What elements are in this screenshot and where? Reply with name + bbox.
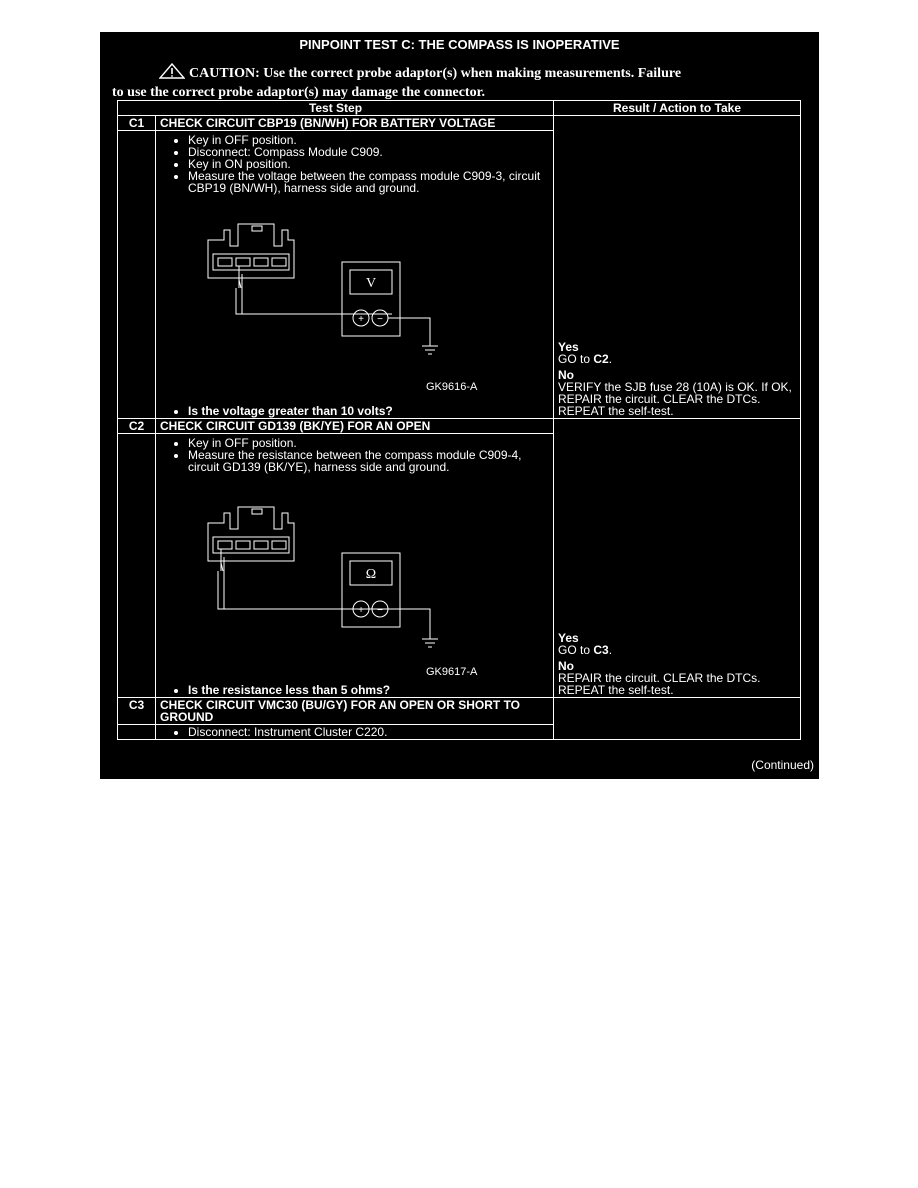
continued-note: (Continued) [751,758,814,772]
step-body-c3: Disconnect: Instrument Cluster C220. [155,724,554,740]
result-c1: Yes GO to C2. No VERIFY the SJB fuse 28 … [553,115,801,419]
svg-text:+: + [358,605,364,616]
step-id-c1: C1 [117,115,156,131]
voltmeter-diagram: V + − GK9616-A [160,194,549,403]
page-title: PINPOINT TEST C: THE COMPASS IS INOPERAT… [299,37,620,52]
svg-text:−: − [377,314,383,325]
no-action-c1: VERIFY the SJB fuse 28 (10A) is OK. If O… [558,380,792,418]
bullet-c3-1: Disconnect: Instrument Cluster C220. [188,726,549,738]
no-label-c2: No [558,659,574,673]
caution-line-2: to use the correct probe adaptor(s) may … [112,85,486,100]
step-id-c3: C3 [117,697,156,725]
caution-note: CAUTION: Use the correct probe adaptor(s… [112,62,799,101]
ohmmeter-symbol: Ω [366,567,376,582]
pinpoint-test-page: PINPOINT TEST C: THE COMPASS IS INOPERAT… [100,32,819,779]
bullet-c2-1: Key in OFF position. [188,437,549,449]
connector-diagram-c2: Ω + − GK9617-A [207,506,478,678]
svg-text:−: − [377,605,383,616]
step-body-c1: Key in OFF position. Disconnect: Compass… [155,130,554,419]
warning-triangle-icon [158,62,186,84]
test-table: Test Step Result / Action to Take C1 CHE… [117,100,801,740]
question-c2: Is the resistance less than 5 ohms? [188,684,549,696]
bullet-c1-4: Measure the voltage between the compass … [188,170,549,194]
yes-action-c2: GO to C3. [558,643,613,657]
ohmmeter-diagram: Ω + − GK9617-A [160,473,549,682]
yes-label-c2: Yes [558,631,579,645]
step-heading-c3: CHECK CIRCUIT VMC30 (BU/GY) FOR AN OPEN … [155,697,554,725]
question-c1: Is the voltage greater than 10 volts? [188,405,549,417]
yes-label-c1: Yes [558,340,579,354]
step-heading-c2: CHECK CIRCUIT GD139 (BK/YE) FOR AN OPEN [155,418,554,434]
figure-id-c2: GK9617-A [426,666,478,678]
bullet-c1-3: Key in ON position. [188,158,549,170]
svg-text:+: + [358,314,364,325]
no-action-c2: REPAIR the circuit. CLEAR the DTCs. REPE… [558,671,761,697]
bullet-c2-2: Measure the resistance between the compa… [188,449,549,473]
caution-line-1: CAUTION: Use the correct probe adaptor(s… [189,66,682,81]
bullet-c1-2: Disconnect: Compass Module C909. [188,146,549,158]
step-heading-c1: CHECK CIRCUIT CBP19 (BN/WH) FOR BATTERY … [155,115,554,131]
step-body-c2: Key in OFF position. Measure the resista… [155,433,554,698]
header-result-action: Result / Action to Take [553,100,801,116]
result-c2: Yes GO to C3. No REPAIR the circuit. CLE… [553,418,801,698]
step-id-c2: C2 [117,418,156,434]
yes-action-c1: GO to C2. [558,352,613,366]
result-c3 [553,697,801,740]
header-test-step: Test Step [117,100,554,116]
figure-id-c1: GK9616-A [426,381,478,393]
bullet-c1-1: Key in OFF position. [188,134,549,146]
voltmeter-symbol: V [366,276,376,291]
no-label-c1: No [558,368,574,382]
connector-diagram-c1: V + − GK9616-A [207,223,478,393]
